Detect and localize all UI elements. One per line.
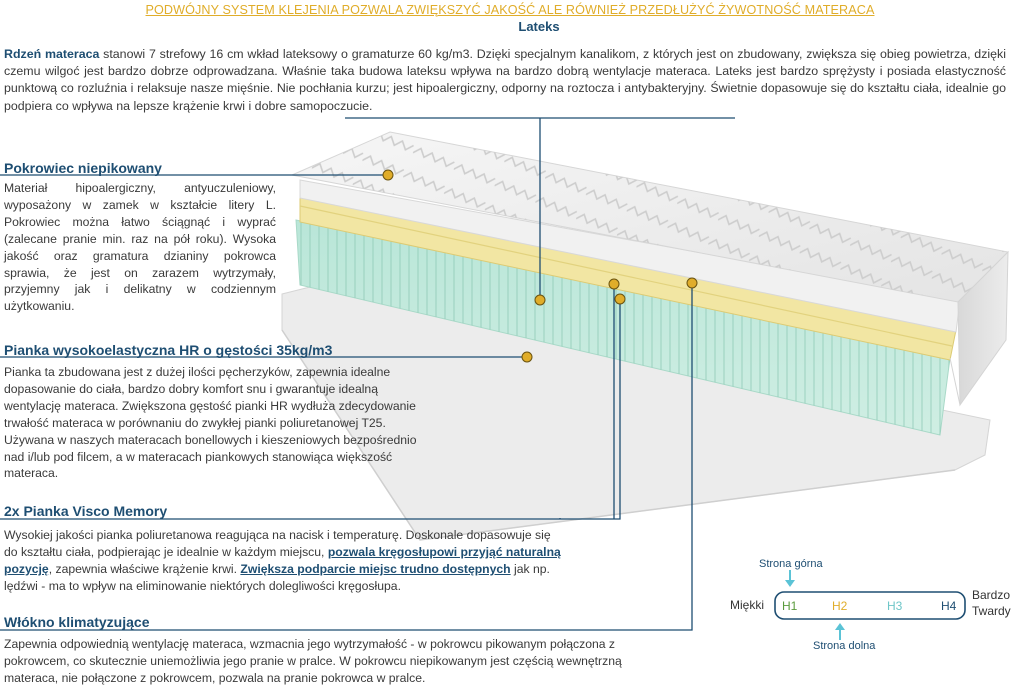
- hardness-scale-box: [774, 591, 966, 620]
- pianka-line: trwałość materaca w porównaniu do zwykłe…: [4, 415, 386, 430]
- visco-description: Wysokiej jakości pianka poliuretanowa re…: [4, 527, 644, 595]
- lateks-title: Lateks: [518, 19, 560, 34]
- visco-text: do kształtu ciała, podpierając je idealn…: [4, 544, 328, 559]
- pianka-line: nad i/lub pod filcem, a w materacach pia…: [4, 449, 393, 464]
- pokrowiec-title: Pokrowiec niepikowany: [4, 160, 162, 176]
- wlokno-line: materaca, nie połączone z pokrowcem, poz…: [4, 670, 426, 685]
- marker-pokrowiec: [382, 169, 394, 181]
- lateks-description: Rdzeń materaca stanowi 7 strefowy 16 cm …: [4, 46, 1006, 115]
- lateks-lead: Rdzeń materaca: [4, 47, 100, 61]
- scale-level-h1: H1: [782, 599, 798, 613]
- wlokno-description: Zapewnia odpowiednią wentylację materaca…: [4, 636, 704, 687]
- pianka-line: Używana w naszych materacach bonellowych…: [4, 432, 417, 447]
- visco-highlight-posture: pozycję: [4, 561, 49, 576]
- visco-text: , zapewnia właściwe krążenie krwi.: [48, 561, 241, 576]
- wlokno-line: Zapewnia odpowiednią wentylację materaca…: [4, 637, 616, 651]
- visco-line: lędźwi - ma to wpływ na eliminowanie nie…: [4, 578, 401, 593]
- visco-title: 2x Pianka Visco Memory: [4, 503, 168, 519]
- scale-bottom-label: Strona dolna: [813, 640, 876, 652]
- pianka-hr-title: Pianka wysokoelastyczna HR o gęstości 35…: [4, 342, 333, 358]
- pianka-line: Pianka ta zbudowana jest z dużej ilości …: [4, 365, 391, 379]
- wlokno-title: Włókno klimatyzujące: [4, 614, 150, 630]
- banner: PODWÓJNY SYSTEM KLEJENIA POZWALA ZWIĘKSZ…: [145, 3, 875, 17]
- visco-text: jak np.: [510, 561, 550, 576]
- visco-highlight-support: Zwiększa podparcie miejsc trudno dostępn…: [240, 561, 511, 576]
- scale-level-h3: H3: [887, 599, 903, 613]
- visco-highlight-spine: pozwala kręgosłupowi przyjąć naturalną: [327, 544, 561, 559]
- pianka-line: wentylację materaca. Zwiększona gęstość …: [4, 398, 416, 413]
- scale-right-label-2: Twardy: [972, 604, 1011, 618]
- scale-left-label: Miękki: [730, 598, 765, 612]
- marker-visco-2: [614, 293, 626, 305]
- visco-line: Wysokiej jakości pianka poliuretanowa re…: [4, 528, 551, 542]
- pianka-hr-description: Pianka ta zbudowana jest z dużej ilości …: [4, 364, 474, 482]
- scale-level-h4: H4: [941, 599, 957, 613]
- scale-top-label: Strona górna: [759, 558, 823, 570]
- hardness-scale: Strona górna Strona dolna Miękki Bardzo …: [722, 558, 1020, 658]
- scale-level-h2: H2: [832, 599, 848, 613]
- scale-right-label-1: Bardzo: [972, 588, 1011, 602]
- lateks-text: stanowi 7 strefowy 16 cm wkład lateksowy…: [4, 47, 1006, 113]
- visco-line: pozycję, zapewnia właściwe krążenie krwi…: [4, 561, 644, 578]
- pianka-line: materaca.: [4, 466, 59, 481]
- hardness-scale-graphic: [774, 570, 966, 640]
- wlokno-line: pokrowcem, co skutecznie uniemożliwia je…: [4, 653, 622, 668]
- marker-lateks: [534, 294, 546, 306]
- pokrowiec-description: Materiał hipoalergiczny, antyuczuleniowy…: [4, 181, 276, 314]
- marker-wlokno: [686, 277, 698, 289]
- marker-visco-1: [608, 278, 620, 290]
- pianka-line: dopasowanie do ciała, bardzo dobry komfo…: [4, 381, 378, 396]
- arrow-up-icon-head: [835, 623, 845, 630]
- visco-line: do kształtu ciała, podpierając je idealn…: [4, 544, 644, 561]
- marker-hr: [521, 351, 533, 363]
- arrow-down-icon-head: [785, 580, 795, 587]
